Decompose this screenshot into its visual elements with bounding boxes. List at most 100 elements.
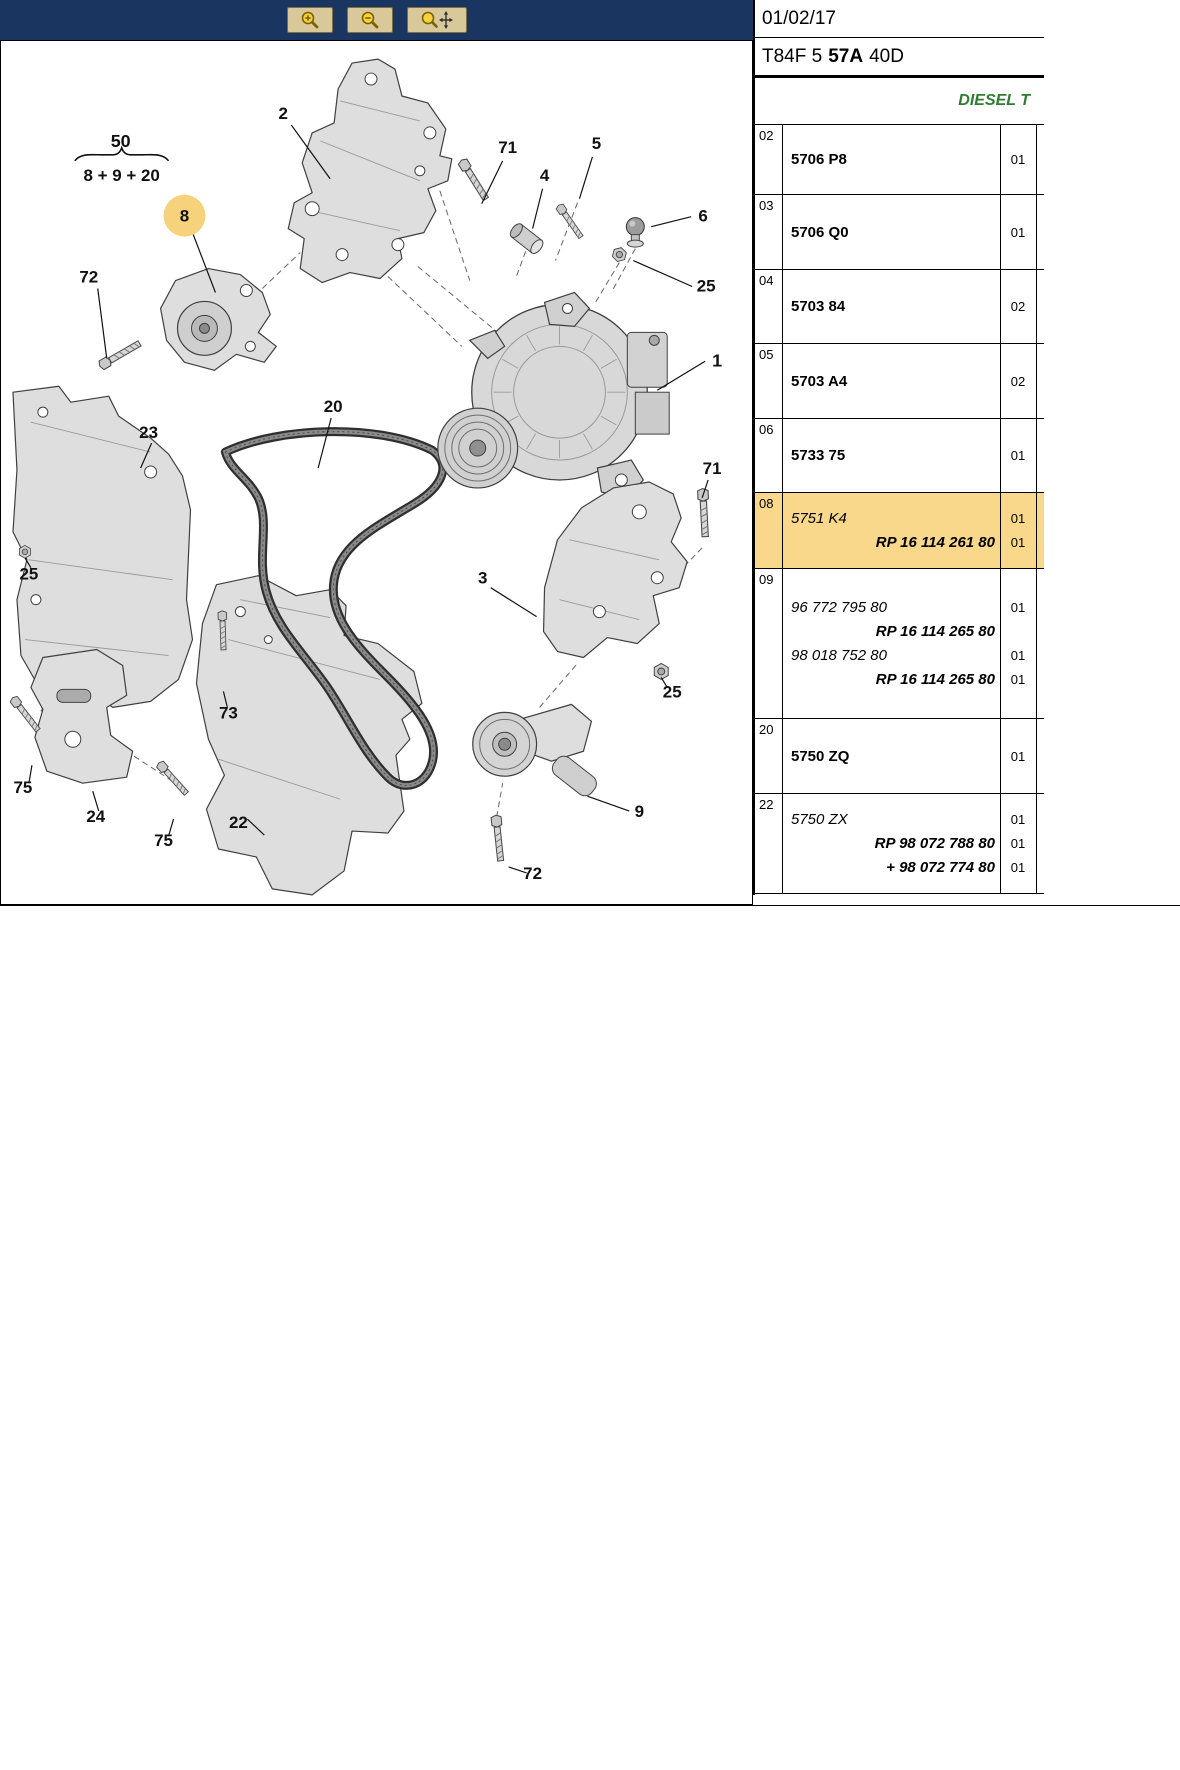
table-row-08-selected[interactable]: 08 5751 K4 01 RP 16 114 261 80 01 <box>755 493 1044 569</box>
diagram-label-71-top[interactable]: 71 <box>498 138 517 157</box>
qty-value: 01 <box>1010 511 1026 526</box>
part-24-mount <box>30 648 134 784</box>
zoom-out-button[interactable] <box>346 7 393 33</box>
row-index: 09 <box>759 572 774 587</box>
qty-value: 01 <box>1010 860 1026 875</box>
label-8-highlight-circle <box>163 194 206 237</box>
diagram-label-71-right[interactable]: 71 <box>703 459 722 478</box>
row-index: 06 <box>759 422 774 437</box>
svg-text:50: 50 <box>111 131 131 151</box>
svg-text:9: 9 <box>635 802 644 821</box>
part-2-bracket <box>287 58 453 284</box>
table-row-05[interactable]: 05 5703 A4 02 <box>755 344 1044 419</box>
part-ref: RP 98 072 788 80 <box>874 835 995 852</box>
svg-text:23: 23 <box>139 423 158 442</box>
bolt-71-right <box>696 487 711 538</box>
diagram-label-22[interactable]: 22 <box>229 813 248 832</box>
svg-text:22: 22 <box>229 813 248 832</box>
part-8-tensioner <box>159 267 277 371</box>
label-leader-lines <box>24 124 709 874</box>
qty-value: 01 <box>1010 748 1026 764</box>
svg-text:25: 25 <box>663 682 682 701</box>
diagram-label-75-middle[interactable]: 75 <box>154 831 173 850</box>
diagram-area: 50 8 + 9 + 20 2 71 4 5 6 25 8 72 1 23 20… <box>0 40 753 905</box>
diagram-label-25-bottom-right[interactable]: 25 <box>663 682 682 701</box>
bolt-75-left <box>8 694 42 734</box>
table-row-06[interactable]: 06 5733 75 01 <box>755 419 1044 493</box>
diagram-label-25-top-right[interactable]: 25 <box>697 276 716 295</box>
svg-text:20: 20 <box>324 397 343 416</box>
svg-text:24: 24 <box>86 807 105 826</box>
qty-value: 01 <box>1010 224 1026 240</box>
diagram-label-72-top-left[interactable]: 72 <box>79 268 98 287</box>
diagram-label-6[interactable]: 6 <box>698 207 707 226</box>
magnifier-plus-icon <box>301 11 318 29</box>
column-divider-index <box>782 125 783 894</box>
svg-text:72: 72 <box>523 864 542 883</box>
table-row-22[interactable]: 22 5750 ZX 01 RP 98 072 788 80 01 + 98 0… <box>755 794 1044 894</box>
row-index: 05 <box>759 347 774 362</box>
diagram-label-24[interactable]: 24 <box>86 807 105 826</box>
screw-25-left <box>18 545 31 559</box>
qty-value: 01 <box>1010 672 1026 687</box>
catalog-reference: T84F 5 57A 40D <box>755 38 1044 78</box>
table-row-03[interactable]: 03 5706 Q0 01 <box>755 195 1044 270</box>
diagram-label-1[interactable]: 1 <box>712 350 722 370</box>
bolt-71-top <box>456 156 491 203</box>
svg-text:5: 5 <box>592 134 601 153</box>
part-ref: RP 16 114 265 80 <box>875 671 995 688</box>
part-23-shield <box>12 385 194 708</box>
reference-suffix: 40D <box>869 45 904 67</box>
column-divider-clip <box>1036 125 1037 894</box>
diagram-label-23[interactable]: 23 <box>139 423 158 442</box>
zoom-pan-button[interactable] <box>406 7 467 33</box>
part-3-bracket <box>542 481 688 659</box>
svg-text:75: 75 <box>154 831 173 850</box>
diagram-label-73[interactable]: 73 <box>219 703 238 722</box>
diagram-label-3[interactable]: 3 <box>478 569 487 588</box>
bolt-75-middle <box>154 759 191 798</box>
qty-value: 01 <box>1010 448 1026 463</box>
row-index: 02 <box>759 128 774 143</box>
reference-bold: 57A <box>828 45 864 67</box>
diagram-group-label[interactable]: 50 8 + 9 + 20 <box>74 131 170 185</box>
row-index: 08 <box>759 496 774 511</box>
part-9-belt-tensioner <box>472 703 597 797</box>
diagram-label-4[interactable]: 4 <box>540 166 550 185</box>
section-header-diesel: DIESEL T <box>755 78 1044 125</box>
table-row-09[interactable]: 09 96 772 795 80 01 RP 16 114 265 80 98 … <box>755 569 1044 719</box>
reference-prefix: T84F 5 <box>762 45 823 67</box>
table-row-20[interactable]: 20 5750 ZQ 01 <box>755 719 1044 794</box>
svg-text:25: 25 <box>697 276 716 295</box>
diagram-label-9[interactable]: 9 <box>635 802 644 821</box>
svg-text:72: 72 <box>79 268 98 287</box>
zoom-toolbar <box>0 0 753 40</box>
catalog-date: 01/02/17 <box>755 0 1044 38</box>
diagram-label-2[interactable]: 2 <box>279 104 288 123</box>
diagram-label-5[interactable]: 5 <box>592 134 601 153</box>
svg-text:8 + 9 + 20: 8 + 9 + 20 <box>84 166 160 185</box>
table-row-04[interactable]: 04 5703 84 02 <box>755 270 1044 344</box>
diagram-label-20[interactable]: 20 <box>324 397 343 416</box>
part-ref: 5750 ZX <box>791 811 848 828</box>
exploded-diagram: 50 8 + 9 + 20 2 71 4 5 6 25 8 72 1 23 20… <box>8 58 722 896</box>
diagram-label-72-bottom[interactable]: 72 <box>523 864 542 883</box>
part-ref: 5733 75 <box>791 447 846 464</box>
bolt-5-stud <box>554 202 585 240</box>
zoom-in-button[interactable] <box>286 7 333 33</box>
diagram-label-75-left[interactable]: 75 <box>14 778 33 797</box>
part-6-ball-stud <box>625 217 645 248</box>
bolt-72-bottom <box>490 814 507 862</box>
diagram-label-25-left[interactable]: 25 <box>20 565 39 584</box>
row-index: 22 <box>759 797 774 812</box>
magnifier-minus-icon <box>361 11 378 29</box>
qty-value: 01 <box>1010 812 1026 827</box>
diagram-label-8[interactable]: 8 <box>163 194 206 237</box>
table-row-02[interactable]: 02 5706 P8 01 <box>755 125 1044 195</box>
part-ref: RP 16 114 265 80 <box>875 623 995 640</box>
part-ref: 5750 ZQ <box>791 747 850 765</box>
svg-text:6: 6 <box>698 207 707 226</box>
part-1-alternator <box>437 291 670 499</box>
part-ref: RP 16 114 261 80 <box>875 534 995 551</box>
